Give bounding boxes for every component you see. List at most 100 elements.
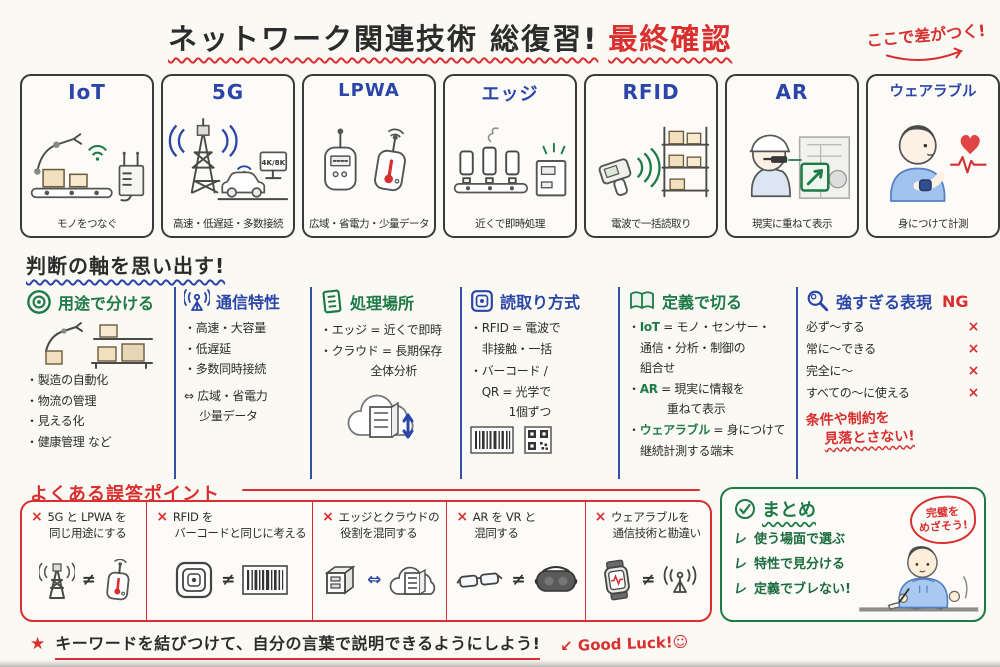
corner-note: ここで差がつく! (865, 17, 988, 69)
rfid-scanner-shelf-icon (588, 104, 714, 216)
lpwa-sensors-icon (306, 101, 432, 216)
mistakes-heading: よくある誤答ポイント (30, 484, 220, 505)
comm-item: ⇔ 広域・省電力 (184, 388, 268, 403)
swoosh-arrow-icon (885, 47, 963, 61)
usage-item: ・物流の管理 (26, 393, 97, 408)
ar-worker-glasses-icon (729, 104, 855, 216)
def-item: ・AR = 現実に情報を (628, 381, 745, 396)
ng-warning-note: 条件や制約を 見落とさない! (805, 410, 915, 448)
column-reading-header: 読取り方式 (470, 289, 611, 313)
vr-headset-icon (534, 565, 577, 592)
page-title: ネットワーク関連技術 総復習! 最終確認 (168, 16, 732, 58)
card-5g: 5G 4K/8K (161, 74, 295, 238)
ng-item: 完全に〜× (806, 362, 979, 379)
edge-server-icon (324, 564, 356, 595)
summary-heading: まとめ (734, 496, 816, 522)
judgment-heading: 判断の軸を思い出す! (26, 254, 226, 278)
column-communication-header: 通信特性 (184, 289, 303, 313)
5g-tower-car-icon: 4K/8K (165, 104, 291, 216)
usage-item: ・製造の自動化 (26, 373, 108, 387)
tower-icon (38, 561, 75, 599)
card-wearable-title: ウェアラブル (889, 84, 977, 100)
target-icon (27, 290, 51, 314)
page-title-black: ネットワーク関連技術 総復習! (168, 22, 599, 56)
card-lpwa-caption: 広域・省電力・少量データ (309, 218, 430, 230)
star-icon: ★ (30, 634, 46, 654)
ng-item: 常に〜できる× (806, 340, 979, 357)
lpwa-device-icon (106, 558, 130, 600)
double-arrow-sign: ⇔ (367, 569, 382, 590)
rfid-tag-icon (471, 290, 493, 312)
card-rfid-caption: 電波で一括読取り (611, 218, 692, 230)
open-book-icon (630, 291, 654, 309)
usage-item: ・見える化 (26, 414, 85, 429)
not-equal-sign: ≠ (511, 569, 526, 590)
def-item: ・IoT = モノ・センサー・ (628, 320, 771, 334)
cloud-server-icon (389, 566, 436, 595)
card-5g-title: 5G (211, 80, 245, 104)
mistake-edge-cloud: ×エッジとクラウドの 役割を混同する ⇔ (313, 502, 448, 620)
antenna-icon (184, 289, 210, 311)
comm-item: ・多数同時接続 (184, 362, 266, 377)
card-ar-title: AR (775, 80, 809, 104)
card-ar-caption: 現実に重ねて表示 (752, 218, 833, 230)
column-definition-header: 定義で切る (628, 289, 789, 313)
barcode-icon (470, 426, 514, 454)
summary-item: レ定義でブレない! (732, 582, 851, 597)
read-item: ・RFID = 電波で (470, 321, 561, 335)
card-rfid: RFID (584, 74, 718, 238)
studying-student-icon (859, 546, 979, 612)
card-edge-caption: 近くで即時処理 (475, 218, 545, 230)
mistake-5g-lpwa: ×5G と LPWA を 同じ用途にする ≠ (22, 502, 148, 620)
card-lpwa: LPWA (302, 74, 436, 238)
read-item: QR = 光学で (470, 384, 551, 399)
def-item: ・ウェアラブル = 身につけて (628, 422, 786, 437)
card-ar: AR 現実に重ねて表示 (725, 74, 859, 238)
summary-box: まとめ レ使う場面で選ぶ レ特性で見分ける レ定義でブレない! 完璧を めざそう… (720, 487, 986, 622)
summary-item: レ特性で見分ける (732, 557, 846, 572)
def-item: 重ねて表示 (640, 402, 726, 417)
comm-item: ・低遅延 (184, 341, 231, 356)
card-rfid-title: RFID (622, 80, 680, 104)
mistakes-rule-line (242, 489, 700, 491)
column-processing-header: 処理場所 (320, 289, 453, 315)
column-ng-header: 強すぎる表現 NG (806, 289, 979, 313)
def-item: 組合せ (640, 361, 676, 376)
card-wearable: ウェアラブル 身につけて計測 (866, 74, 1000, 238)
summary-item: レ使う場面で選ぶ (732, 532, 846, 547)
x-mark: × (594, 509, 607, 525)
read-item: ・バーコード / (470, 364, 548, 379)
column-processing: 処理場所 ・エッジ = 近くで即時 ・クラウド = 長期保存 全体分析 (312, 287, 462, 479)
column-reading: 読取り方式 ・RFID = 電波で 非接触・一括 ・バーコード / QR = 光… (462, 287, 620, 479)
cloud-server-icon (347, 394, 413, 439)
read-item: 1個ずつ (470, 405, 552, 420)
card-iot-caption: モノをつなぐ (57, 218, 118, 230)
magnifier-icon (807, 290, 829, 312)
x-mark: × (322, 509, 334, 525)
footer-message: ★ キーワードを結びつけて、自分の言葉で説明できるようにしよう! ↙ Good … (30, 630, 689, 660)
technology-cards: IoT (20, 74, 1000, 238)
proc-item: 全体分析 (320, 364, 418, 379)
column-usage-header: 用途で分ける (26, 289, 167, 315)
antenna-icon (664, 565, 697, 593)
rfid-tag-icon (176, 561, 213, 598)
card-iot: IoT (20, 74, 154, 238)
x-mark: × (156, 509, 168, 525)
document-icon (322, 289, 342, 314)
proc-item: ・クラウド = 長期保存 (320, 343, 443, 358)
check-circle-icon (735, 499, 755, 519)
x-mark: × (31, 509, 43, 525)
not-equal-sign: ≠ (81, 569, 96, 590)
barcode-icon (242, 564, 289, 595)
svg-text:4K/8K: 4K/8K (262, 158, 286, 167)
mistake-ar-vr: ×AR を VR と 混同する ≠ (447, 502, 586, 620)
factory-mini-icon (44, 322, 153, 369)
card-edge-title: エッジ (481, 84, 539, 105)
column-usage: 用途で分ける ・製造の自動化 ・物流の管理 ・見える化 ・健康管理 など (18, 287, 176, 479)
wearable-watch-icon (870, 101, 996, 216)
usage-item: ・健康管理 など (26, 434, 112, 449)
card-5g-caption: 高速・低遅延・多数接続 (173, 218, 284, 230)
not-equal-sign: ≠ (221, 569, 236, 590)
page-title-red: 最終確認 (608, 22, 733, 56)
ar-glasses-icon (456, 572, 503, 588)
